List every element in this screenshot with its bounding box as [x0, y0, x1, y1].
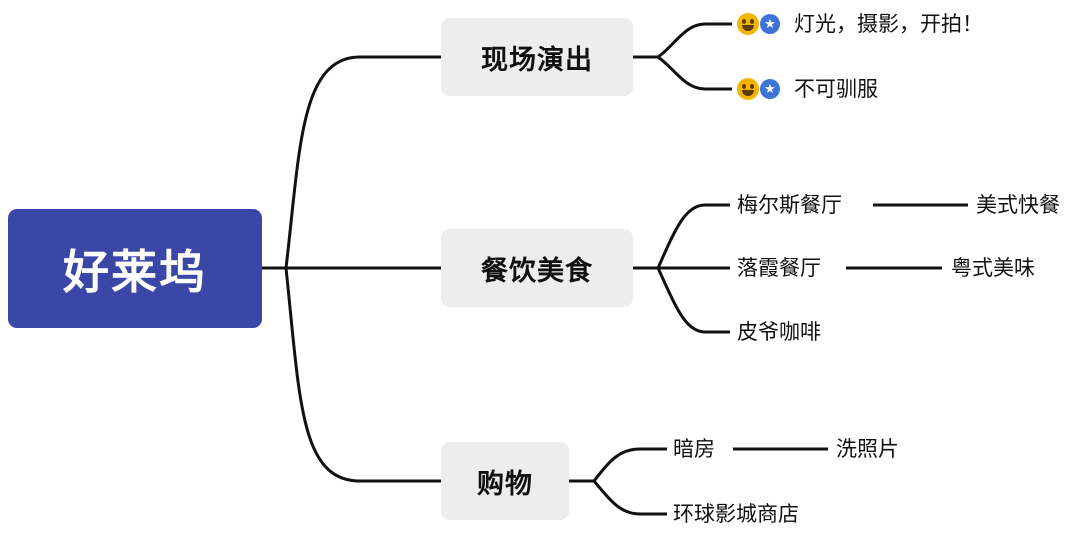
connector-b1-child-1: [657, 22, 732, 59]
root-node[interactable]: 好莱坞: [8, 209, 262, 328]
connector-b3-child-2: [592, 480, 667, 516]
leaf-node[interactable]: ★ 不可驯服: [737, 74, 878, 104]
leaf-node[interactable]: 落霞餐厅: [737, 253, 821, 283]
leaf-detail-node[interactable]: 粤式美味: [951, 253, 1035, 283]
leaf-node[interactable]: ★ 灯光，摄影，开拍！: [737, 9, 983, 39]
branch-label: 餐饮美食: [481, 255, 593, 287]
leaf-detail-node[interactable]: 洗照片: [836, 434, 899, 464]
connector-b3-child-1: [592, 447, 667, 482]
branch-node-live-shows[interactable]: 现场演出: [441, 18, 633, 96]
star-badge-icon: ★: [760, 14, 780, 34]
connector-root-branch-3: [284, 267, 441, 483]
leaf-node[interactable]: 环球影城商店: [673, 499, 799, 529]
leaf-label: 环球影城商店: [673, 501, 799, 526]
connector-root-branch-1: [284, 55, 441, 269]
star-badge-icon: ★: [760, 79, 780, 99]
leaf-label: 暗房: [673, 436, 715, 461]
leaf-label: 落霞餐厅: [737, 255, 821, 280]
leaf-label: 灯光，摄影，开拍！: [794, 11, 983, 36]
connector-b2-child-1: [656, 203, 730, 269]
leaf-detail-label: 洗照片: [836, 436, 899, 461]
leaf-icons: ★: [737, 13, 780, 35]
branch-node-shopping[interactable]: 购物: [441, 442, 569, 520]
connector-b2-child-3: [656, 267, 730, 334]
leaf-detail-label: 粤式美味: [951, 255, 1035, 280]
smile-emoji-icon: [737, 78, 759, 100]
leaf-icons: ★: [737, 78, 780, 100]
root-label: 好莱坞: [63, 244, 207, 299]
branch-node-dining[interactable]: 餐饮美食: [441, 229, 633, 307]
leaf-node[interactable]: 暗房: [673, 434, 715, 464]
smile-emoji-icon: [737, 13, 759, 35]
leaf-detail-label: 美式快餐: [976, 192, 1060, 217]
connector-b1-child-2: [657, 55, 732, 91]
branch-label: 购物: [477, 468, 533, 500]
leaf-label: 皮爷咖啡: [737, 319, 821, 344]
branch-label: 现场演出: [481, 44, 593, 76]
leaf-label: 梅尔斯餐厅: [737, 192, 842, 217]
leaf-node[interactable]: 梅尔斯餐厅: [737, 190, 842, 220]
leaf-node[interactable]: 皮爷咖啡: [737, 317, 821, 347]
leaf-label: 不可驯服: [794, 76, 878, 101]
leaf-detail-node[interactable]: 美式快餐: [976, 190, 1060, 220]
